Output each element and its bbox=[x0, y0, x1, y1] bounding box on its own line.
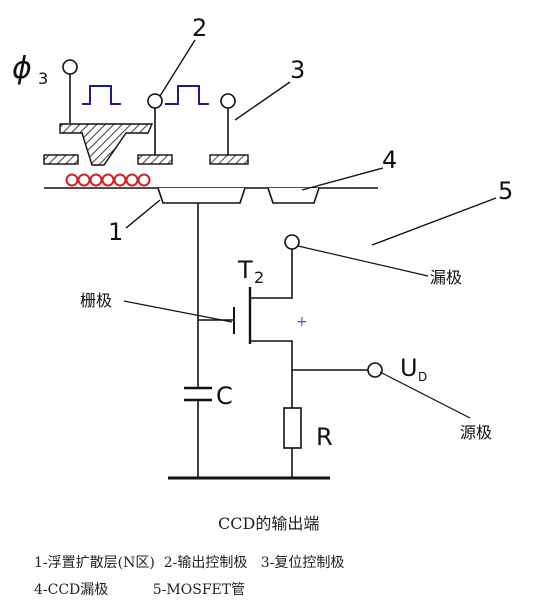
output-control-terminal bbox=[147, 93, 163, 155]
transistor-subscript: 2 bbox=[254, 268, 264, 287]
ud-label: U bbox=[400, 354, 418, 382]
electrode-left bbox=[43, 154, 79, 165]
callout-2: 2 bbox=[192, 14, 207, 42]
v-electrode bbox=[59, 123, 154, 166]
reset-control-terminal bbox=[220, 93, 236, 155]
electrode-output-gate bbox=[137, 154, 173, 165]
callout-3: 3 bbox=[290, 56, 305, 84]
callout-5: 5 bbox=[498, 177, 513, 205]
gate-label: 栅极 bbox=[80, 291, 112, 310]
phi-symbol: ϕ bbox=[12, 51, 32, 86]
callout-1: 1 bbox=[108, 218, 123, 246]
ccd-drain-region bbox=[267, 187, 320, 204]
phi-subscript: 3 bbox=[38, 69, 48, 88]
electrode-reset-gate bbox=[209, 154, 249, 165]
source-label: 源极 bbox=[460, 423, 492, 442]
resistor bbox=[283, 407, 302, 449]
charge-packets bbox=[65, 173, 151, 187]
caption-title: CCD的输出端 bbox=[218, 514, 319, 533]
transistor-label: T bbox=[237, 256, 253, 284]
legend-line-1: 1-浮置扩散层(N区) 2-输出控制极 3-复位控制极 bbox=[34, 554, 344, 571]
clock-pulse-1 bbox=[82, 85, 121, 105]
callout-4: 4 bbox=[382, 146, 397, 174]
capacitor-label: C bbox=[216, 382, 233, 410]
floating-diffusion-region bbox=[157, 187, 246, 204]
ud-subscript: D bbox=[418, 370, 427, 384]
resistor-label: R bbox=[316, 423, 333, 451]
ud-terminal bbox=[367, 362, 383, 378]
phi3-terminal bbox=[62, 59, 78, 123]
legend-line-2: 4-CCD漏极 5-MOSFET管 bbox=[34, 582, 245, 598]
clock-pulse-2 bbox=[165, 85, 209, 105]
plus-mark: + bbox=[296, 314, 308, 330]
drain-terminal bbox=[284, 234, 300, 250]
drain-label: 漏极 bbox=[430, 268, 462, 287]
